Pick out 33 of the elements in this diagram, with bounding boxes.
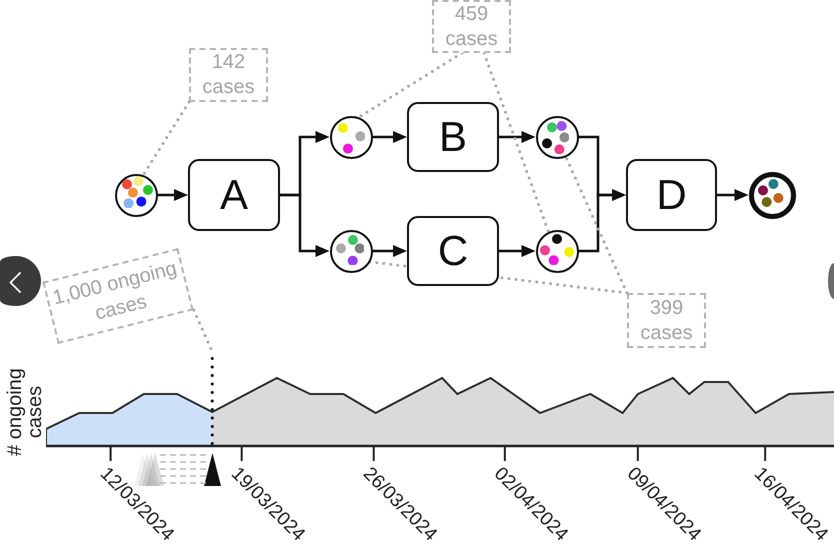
activity-box [626, 159, 717, 231]
place-circle [536, 116, 578, 158]
arrow [499, 131, 536, 143]
arrow [578, 189, 626, 252]
axis-title: # ongoing cases [5, 367, 45, 458]
place-circle [330, 116, 372, 158]
leader-line [192, 308, 213, 352]
arrow [158, 189, 188, 201]
callout-box [432, 0, 511, 53]
activity-label: B [438, 114, 467, 160]
arrow [717, 189, 748, 201]
activity-box [407, 102, 499, 172]
callout-box [189, 48, 268, 102]
count-label: 459 cases [444, 2, 499, 52]
leader-line [482, 52, 550, 233]
activity-label: D [656, 172, 687, 218]
count-label: 142 cases [201, 50, 256, 100]
arrow [372, 245, 407, 257]
place-circle [536, 230, 578, 272]
arrow [372, 131, 407, 143]
count-label: 399 cases [639, 296, 694, 346]
place-circle [330, 230, 372, 272]
leader-line [358, 52, 464, 119]
activity-label: A [220, 172, 248, 218]
arrow [499, 245, 536, 257]
activity-box [407, 216, 499, 286]
leader-line [142, 100, 190, 176]
count-label: 1,000 ongoing cases [50, 256, 180, 327]
arrow [280, 194, 330, 257]
place-circle [114, 174, 158, 216]
activity-label: C [438, 228, 468, 274]
callout-box [627, 293, 706, 348]
activity-box [188, 159, 280, 231]
